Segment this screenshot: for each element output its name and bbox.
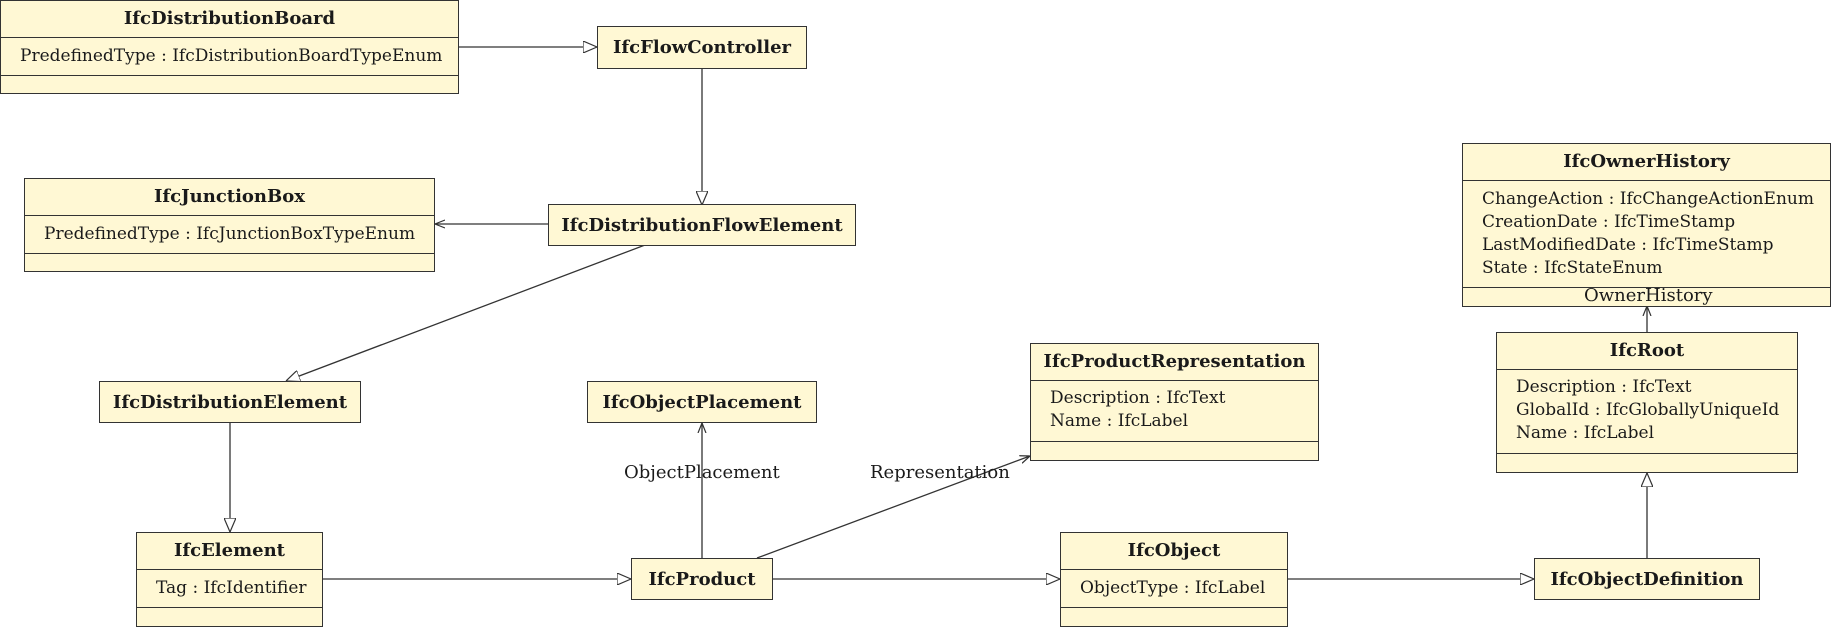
attribute: Name : IfcLabel xyxy=(1050,411,1189,431)
class-name: IfcOwnerHistory xyxy=(1563,151,1730,172)
class-ifcdistributionflowelement[interactable]: IfcDistributionFlowElement xyxy=(548,204,856,246)
attributes-section: ObjectType : IfcLabel xyxy=(1061,569,1287,607)
association-label-representation: Representation xyxy=(870,462,1010,483)
association-label-objectplacement: ObjectPlacement xyxy=(624,462,780,483)
attributes-section: Description : IfcText Name : IfcLabel xyxy=(1031,380,1318,441)
operations-section xyxy=(1463,287,1830,306)
class-name: IfcDistributionBoard xyxy=(123,8,336,29)
operations-section xyxy=(1497,453,1797,471)
attribute: PredefinedType : IfcJunctionBoxTypeEnum xyxy=(44,224,416,244)
class-ifcdistributionboard[interactable]: IfcDistributionBoard PredefinedType : If… xyxy=(0,0,459,94)
class-name: IfcObjectDefinition xyxy=(1550,568,1744,590)
association-product-productrepresentation xyxy=(756,456,1030,559)
class-ifcownerhistory[interactable]: IfcOwnerHistory ChangeAction : IfcChange… xyxy=(1462,143,1831,307)
attributes-section: PredefinedType : IfcDistributionBoardTyp… xyxy=(1,37,458,75)
operations-section xyxy=(1031,441,1318,459)
class-name: IfcProduct xyxy=(648,568,756,590)
attribute: State : IfcStateEnum xyxy=(1482,258,1663,278)
attribute: CreationDate : IfcTimeStamp xyxy=(1482,212,1736,232)
association-label-ownerhistory: OwnerHistory xyxy=(1584,285,1713,306)
generalization-distributionflowelement-distributionelement xyxy=(286,244,646,381)
attribute: ObjectType : IfcLabel xyxy=(1080,578,1266,598)
class-ifcobject[interactable]: IfcObject ObjectType : IfcLabel xyxy=(1060,532,1288,627)
operations-section xyxy=(1061,607,1287,626)
operations-section xyxy=(137,607,322,626)
class-ifcobjectplacement[interactable]: IfcObjectPlacement xyxy=(587,381,817,423)
class-name: IfcDistributionFlowElement xyxy=(561,214,843,236)
class-ifcflowcontroller[interactable]: IfcFlowController xyxy=(597,26,807,69)
class-ifcproduct[interactable]: IfcProduct xyxy=(631,558,773,600)
attributes-section: ChangeAction : IfcChangeActionEnum Creat… xyxy=(1463,180,1830,287)
attribute: GlobalId : IfcGloballyUniqueId xyxy=(1516,400,1780,420)
attribute: ChangeAction : IfcChangeActionEnum xyxy=(1482,189,1814,209)
attribute: LastModifiedDate : IfcTimeStamp xyxy=(1482,235,1774,255)
class-ifcdistributionelement[interactable]: IfcDistributionElement xyxy=(99,381,361,423)
class-name: IfcFlowController xyxy=(612,37,792,58)
class-name: IfcRoot xyxy=(1609,340,1685,361)
class-name: IfcElement xyxy=(173,540,286,561)
class-ifcroot[interactable]: IfcRoot Description : IfcText GlobalId :… xyxy=(1496,332,1798,473)
class-name: IfcProductRepresentation xyxy=(1043,351,1306,372)
class-name: IfcJunctionBox xyxy=(154,186,305,207)
class-ifcjunctionbox[interactable]: IfcJunctionBox PredefinedType : IfcJunct… xyxy=(24,178,435,272)
class-name: IfcObject xyxy=(1127,540,1221,561)
operations-section xyxy=(1,75,458,93)
attribute: Description : IfcText xyxy=(1516,377,1692,397)
class-ifcelement[interactable]: IfcElement Tag : IfcIdentifier xyxy=(136,532,323,627)
attribute: PredefinedType : IfcDistributionBoardTyp… xyxy=(20,46,443,66)
attributes-section: Description : IfcText GlobalId : IfcGlob… xyxy=(1497,369,1797,453)
class-ifcproductrepresentation[interactable]: IfcProductRepresentation Description : I… xyxy=(1030,343,1319,461)
class-name: IfcDistributionElement xyxy=(112,391,348,413)
operations-section xyxy=(25,253,434,271)
attribute: Description : IfcText xyxy=(1050,388,1226,408)
attributes-section: PredefinedType : IfcJunctionBoxTypeEnum xyxy=(25,215,434,253)
class-name: IfcObjectPlacement xyxy=(602,391,802,413)
attribute: Tag : IfcIdentifier xyxy=(156,578,307,598)
attribute: Name : IfcLabel xyxy=(1516,423,1655,443)
class-ifcobjectdefinition[interactable]: IfcObjectDefinition xyxy=(1534,558,1760,600)
attributes-section: Tag : IfcIdentifier xyxy=(137,569,322,607)
